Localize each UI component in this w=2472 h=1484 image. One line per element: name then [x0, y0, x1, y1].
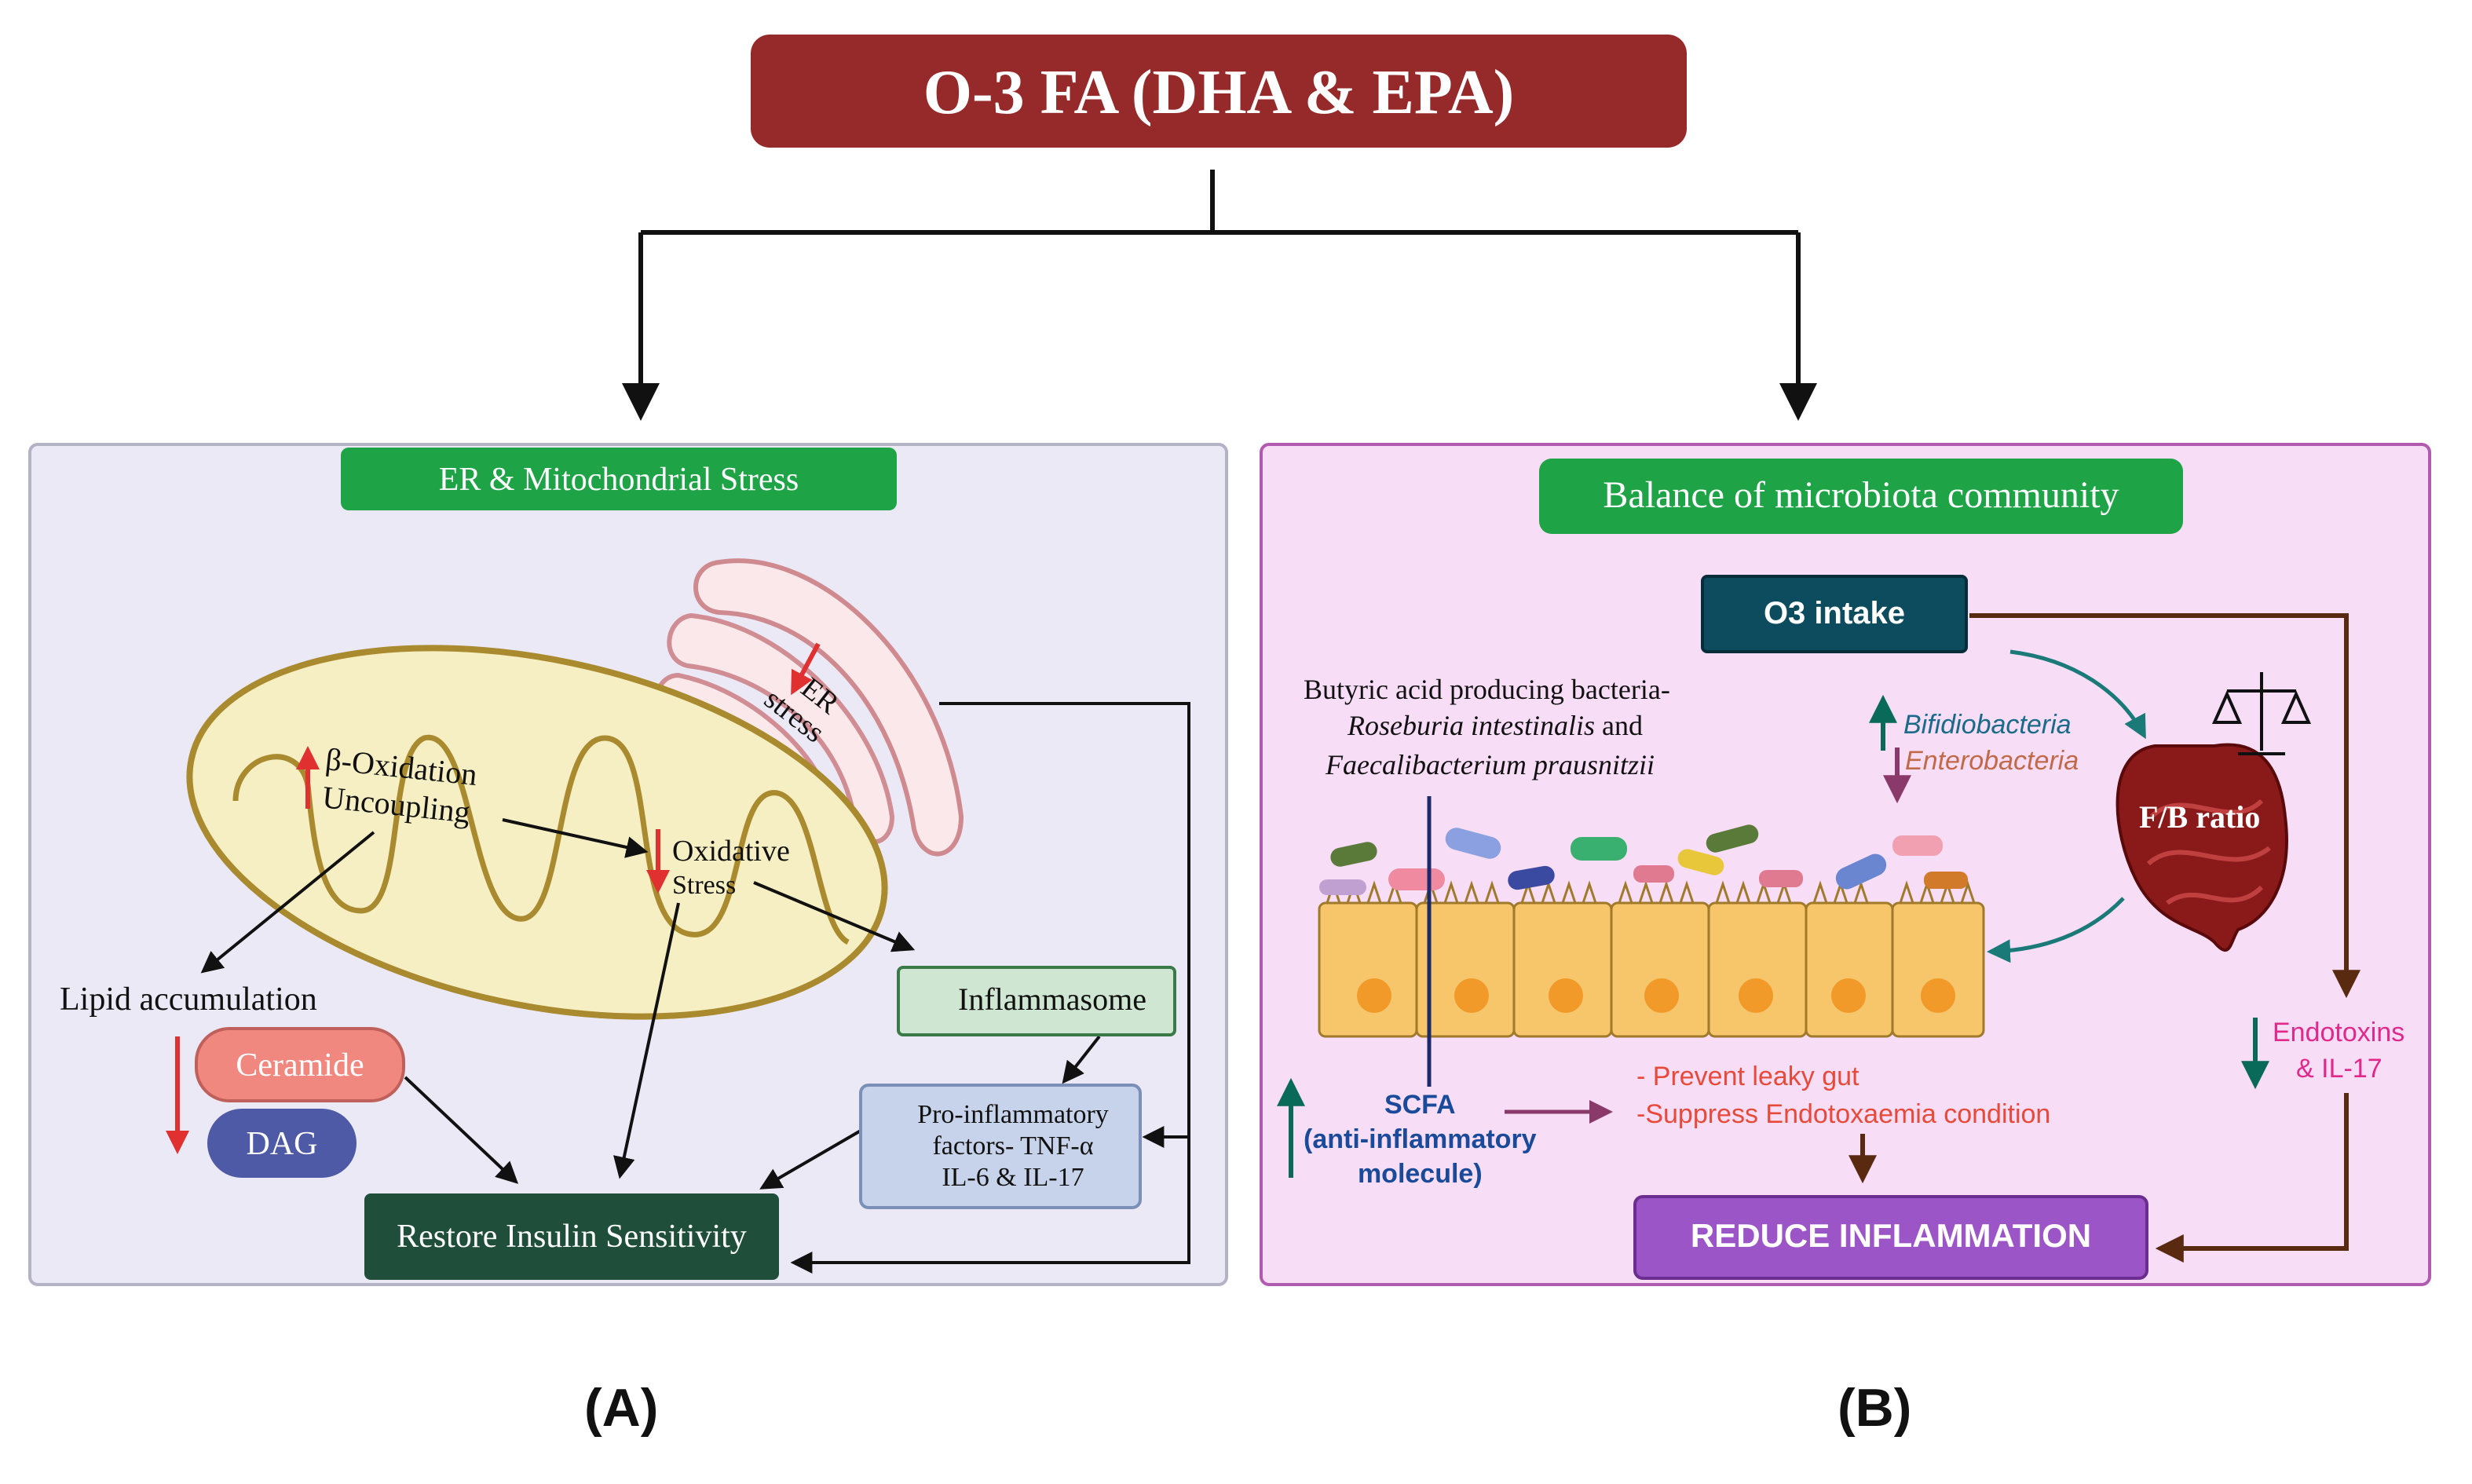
panel-a-arrows [200, 702, 1190, 1274]
fb-ratio-label: F/B ratio [2139, 801, 2261, 835]
teal-arrows [1987, 649, 2146, 963]
bifidobacteria-label: Bifidiobacteria [1903, 710, 2072, 740]
enterobacteria-label: Enterobacteria [1905, 746, 2079, 776]
panel-b-indicator-arrows [1277, 694, 2269, 1178]
arrow-to-panel-a [622, 383, 660, 421]
il17-label: & IL-17 [2296, 1054, 2382, 1084]
villi-nuclei [1357, 978, 1955, 1013]
bacteria [1319, 824, 1968, 895]
roseburia-name: Roseburia intestinalis [1348, 710, 1595, 741]
gut-organ [2115, 743, 2288, 952]
mitochondrion [186, 645, 888, 1020]
scale-icon [2211, 672, 2312, 755]
inflammasome-box: Inflammasome [897, 966, 1176, 1036]
restore-insulin-box: Restore Insulin Sensitivity [364, 1193, 779, 1280]
er-mito-stress-header: ER & Mitochondrial Stress [341, 448, 897, 510]
intestinal-villi [1318, 901, 1985, 1038]
title-box: O-3 FA (DHA & EPA) [751, 35, 1687, 148]
o3-intake-box: O3 intake [1701, 575, 1968, 653]
stress-label: Stress [672, 870, 737, 900]
scfa-label: SCFA (anti-inflammatory molecule) [1304, 1090, 1537, 1189]
panel-label-b: (B) [1838, 1379, 1912, 1438]
proinflammatory-box: Pro-inflammatory factors- TNF-α IL-6 & I… [859, 1084, 1142, 1209]
oxidative-label: Oxidative [672, 835, 790, 868]
arrow-to-panel-b [1779, 383, 1817, 421]
butyric-line3: Faecalibacterium prausnitzii [1326, 749, 1655, 780]
reduce-inflammation-box: REDUCE INFLAMMATION [1633, 1195, 2148, 1280]
microbiota-header: Balance of microbiota community [1539, 459, 2183, 534]
tree-connector [638, 170, 1801, 386]
butyric-line2: Roseburia intestinalis and [1348, 710, 1643, 741]
butyric-line1: Butyric acid producing bacteria- [1304, 674, 1670, 705]
brown-arrows [1849, 613, 2360, 1263]
suppress-endotoxaemia: -Suppress Endotoxaemia condition [1636, 1099, 2051, 1129]
ceramide-pill: Ceramide [195, 1027, 405, 1102]
endotoxins-label: Endotoxins [2273, 1018, 2405, 1047]
panel-label-a: (A) [584, 1379, 659, 1438]
prevent-leaky-gut: - Prevent leaky gut [1636, 1062, 1859, 1091]
dag-pill: DAG [207, 1109, 357, 1178]
lipid-accumulation-label: Lipid accumulation [60, 980, 317, 1018]
